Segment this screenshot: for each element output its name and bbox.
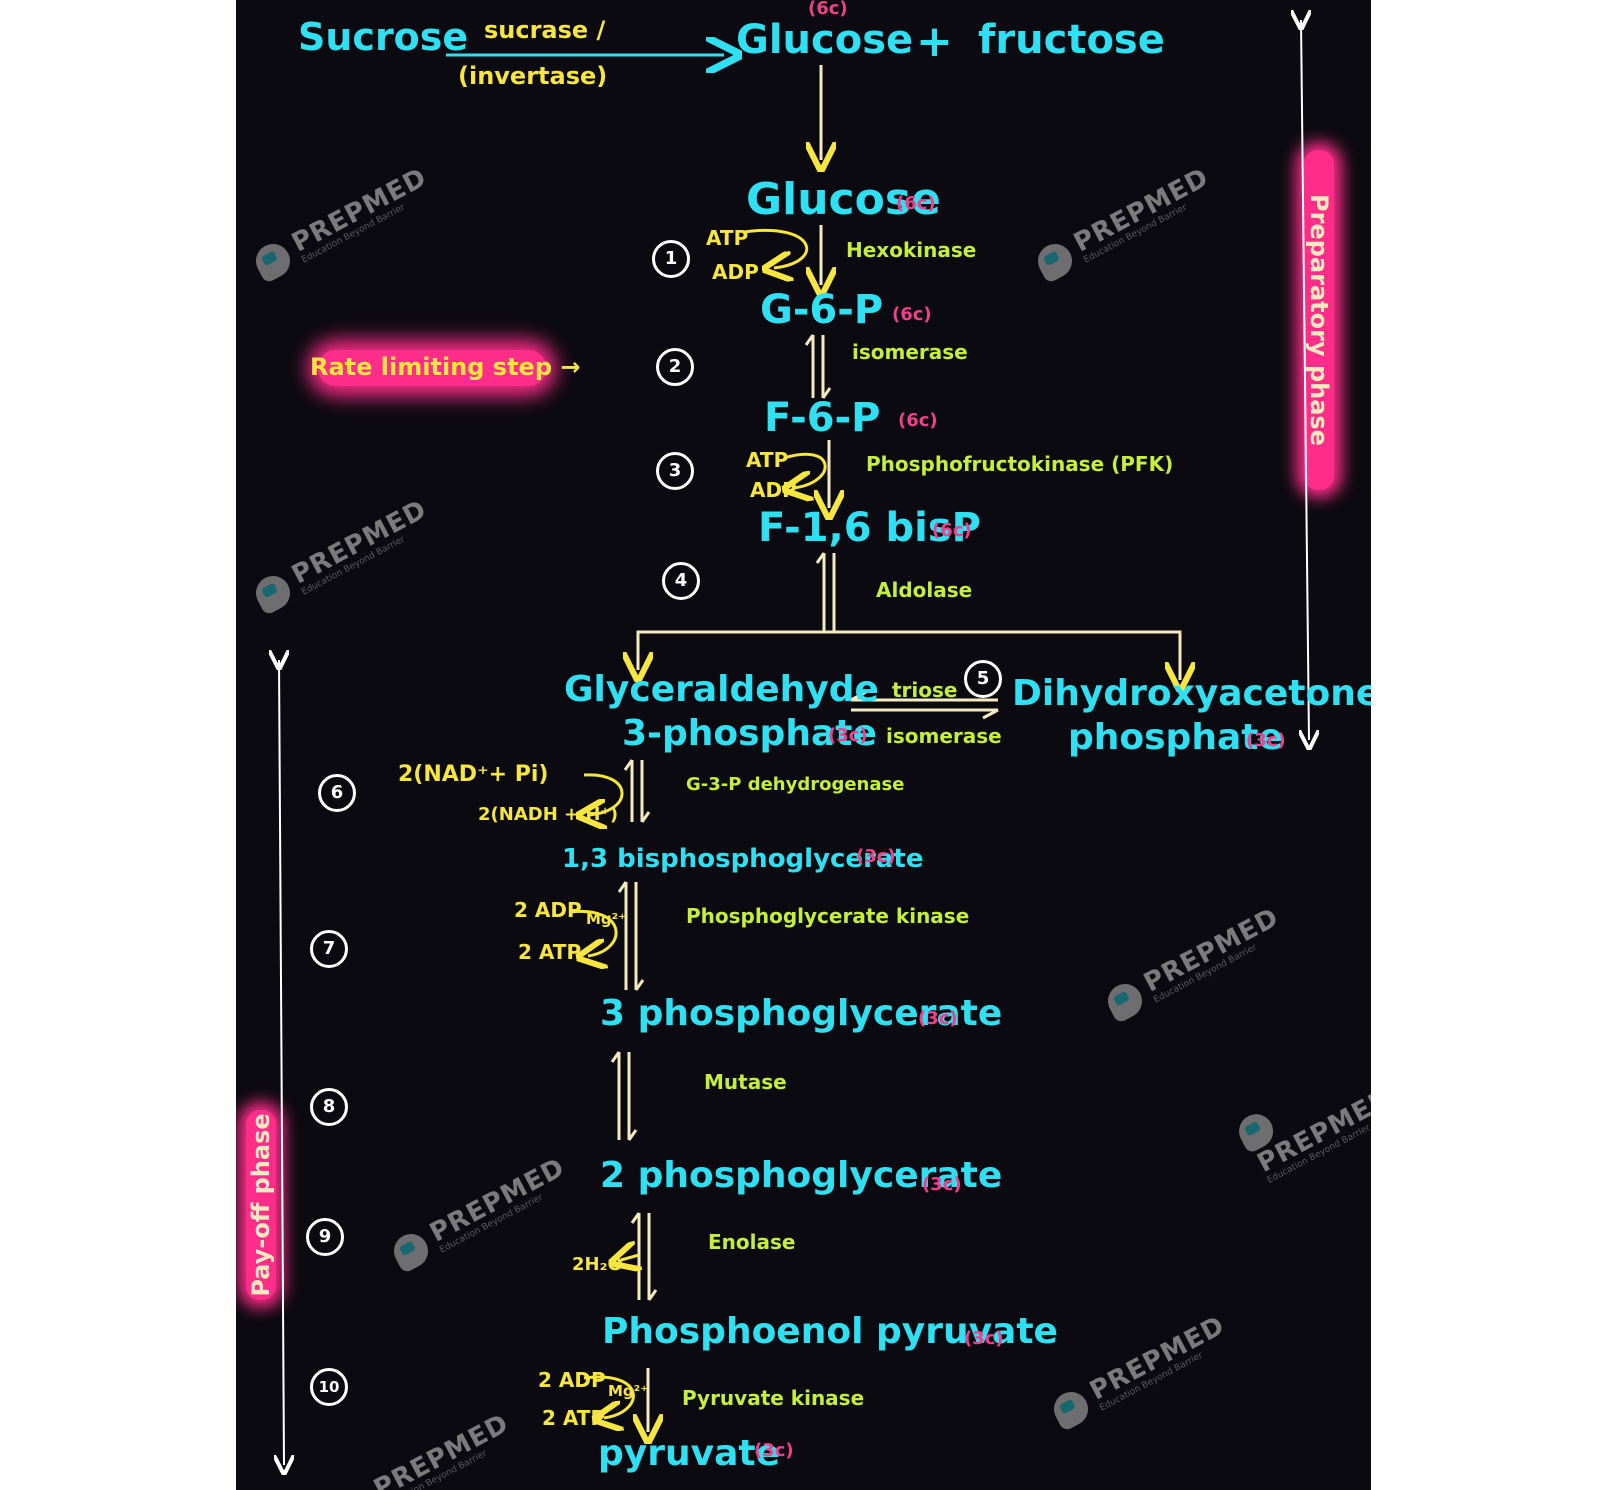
- gap-label-line1: Glyceraldehyde: [564, 669, 879, 710]
- glucose-label: Glucose: [746, 174, 941, 225]
- step3-adp: ADP: [750, 478, 797, 502]
- step-10-badge: 10: [310, 1368, 348, 1406]
- step10-atp: 2 ATP: [542, 1406, 606, 1430]
- pathway-arrows: [236, 0, 1371, 1490]
- pep-carbon: (3c): [964, 1328, 1004, 1349]
- step-5-badge: 5: [964, 660, 1002, 698]
- sucrase-label: sucrase /: [484, 16, 606, 44]
- step7-mg: Mg²⁺: [586, 910, 627, 928]
- enzyme-pgk: Phosphoglycerate kinase: [686, 904, 970, 928]
- g6p-carbon: (6c): [892, 304, 932, 325]
- f6p-label: F-6-P: [764, 395, 881, 441]
- step6-nadh: 2(NADH + H⁺): [478, 804, 619, 825]
- top-glucose-carbon: (6c): [808, 0, 848, 19]
- dhap-label-line1: Dihydroxyacetone: [1012, 673, 1371, 714]
- sucrose-label: Sucrose: [298, 15, 469, 59]
- 2pg-carbon: (3c): [922, 1174, 962, 1195]
- 2pg-label: 2 phosphoglycerate: [600, 1155, 1003, 1196]
- enzyme-g3p-dehydrogenase: G-3-P dehydrogenase: [686, 774, 905, 795]
- enzyme-pfk: Phosphofructokinase (PFK): [866, 452, 1174, 476]
- 3pg-carbon: (3c): [918, 1008, 958, 1029]
- glucose-carbon: (6c): [896, 193, 936, 214]
- step10-adp: 2 ADP: [538, 1368, 606, 1392]
- step-8-badge: 8: [310, 1088, 348, 1126]
- rate-limiting-highlight: [318, 350, 546, 386]
- pyruvate-label: pyruvate: [598, 1433, 781, 1474]
- enzyme-pyruvate-kinase: Pyruvate kinase: [682, 1386, 865, 1410]
- step1-adp: ADP: [712, 260, 759, 284]
- plus-sign: +: [916, 16, 953, 67]
- step9-water: 2H₂O: [572, 1254, 623, 1275]
- step1-atp: ATP: [706, 226, 749, 250]
- 3pg-label: 3 phosphoglycerate: [600, 993, 1003, 1034]
- step7-atp: 2 ATP: [518, 940, 582, 964]
- fructose-label: fructose: [978, 17, 1165, 63]
- step-6-badge: 6: [318, 774, 356, 812]
- enzyme-isomerase: isomerase: [852, 340, 968, 364]
- g6p-label: G-6-P: [760, 287, 884, 333]
- bpg-carbon: (3c): [856, 846, 896, 867]
- step-3-badge: 3: [656, 452, 694, 490]
- step10-mg: Mg²⁺: [608, 1382, 649, 1400]
- enzyme-mutase: Mutase: [704, 1070, 787, 1094]
- step-1-badge: 1: [652, 240, 690, 278]
- bpg-label: 1,3 bisphosphoglycerate: [562, 844, 924, 874]
- top-glucose-label: Glucose: [736, 17, 914, 63]
- f6p-carbon: (6c): [898, 410, 938, 431]
- pep-label: Phosphoenol pyruvate: [602, 1311, 1058, 1352]
- step7-adp: 2 ADP: [514, 898, 582, 922]
- dhap-carbon: (3c): [1246, 730, 1286, 751]
- enzyme-enolase: Enolase: [708, 1230, 796, 1254]
- enzyme-triose-isomerase: isomerase: [886, 724, 1002, 748]
- step3-atp: ATP: [746, 448, 789, 472]
- step-4-badge: 4: [662, 562, 700, 600]
- step-9-badge: 9: [306, 1218, 344, 1256]
- pyruvate-carbon: (3c): [754, 1440, 794, 1461]
- gap-carbon: (3c): [828, 725, 868, 746]
- enzyme-triose: triose: [892, 678, 958, 702]
- step-2-badge: 2: [656, 348, 694, 386]
- glycolysis-board: Preparatory phase Pay-off phase Rate lim…: [236, 0, 1371, 1490]
- gap-label-line2: 3-phosphate: [622, 713, 877, 754]
- dhap-label-line2: phosphate: [1068, 717, 1283, 758]
- enzyme-hexokinase: Hexokinase: [846, 238, 977, 262]
- enzyme-aldolase: Aldolase: [876, 578, 973, 602]
- step-7-badge: 7: [310, 930, 348, 968]
- invertase-label: (invertase): [458, 62, 608, 90]
- step6-nad: 2(NAD⁺+ Pi): [398, 762, 549, 787]
- f16bp-label: F-1,6 bisP: [758, 505, 981, 551]
- f16bp-carbon: (6c): [932, 520, 972, 541]
- rate-limiting-label: Rate limiting step →: [310, 353, 581, 381]
